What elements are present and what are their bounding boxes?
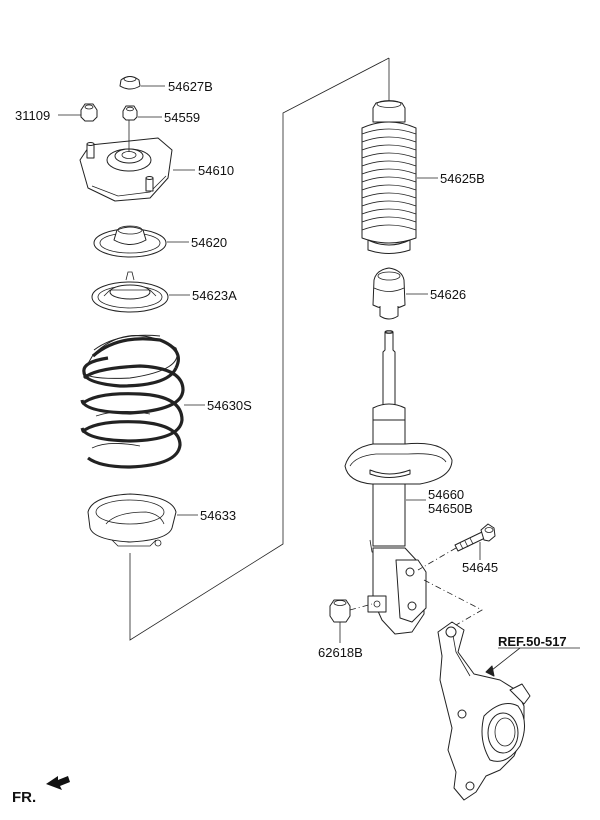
part-54620-bearing — [93, 225, 189, 258]
label-54623a: 54623A — [192, 288, 237, 303]
part-steering-knuckle — [437, 621, 531, 801]
label-54645: 54645 — [462, 560, 498, 575]
group-bracket-lines — [129, 57, 390, 641]
part-54559-nut — [122, 105, 162, 121]
label-54633: 54633 — [200, 508, 236, 523]
ref-label: REF.50-517 — [498, 634, 567, 649]
front-label: FR. — [12, 789, 36, 806]
part-labels: 54627B 31109 54559 54610 54620 54623A 54… — [12, 79, 567, 806]
label-54660: 54660 — [428, 487, 464, 502]
part-54630s-coil-spring — [80, 334, 205, 469]
label-54627b: 54627B — [168, 79, 213, 94]
front-direction-arrow — [46, 776, 70, 790]
label-54630s: 54630S — [207, 398, 252, 413]
part-62618b-nut — [329, 599, 373, 643]
label-54559: 54559 — [164, 110, 200, 125]
part-54627b-cap — [119, 76, 165, 90]
label-54620: 54620 — [191, 235, 227, 250]
part-31109-nut — [58, 103, 98, 122]
part-54610-strut-mount — [79, 120, 195, 202]
label-31109: 31109 — [15, 108, 50, 123]
part-54633-spring-pad — [87, 493, 198, 547]
label-54625b: 54625B — [440, 171, 485, 186]
label-54610: 54610 — [198, 163, 234, 178]
label-62618b: 62618B — [318, 645, 363, 660]
part-54660-strut-assembly — [344, 330, 453, 635]
label-54650b: 54650B — [428, 501, 473, 516]
part-54625b-dust-boot — [361, 100, 438, 254]
part-54645-bolt — [417, 523, 496, 571]
part-54623a-spring-seat — [91, 271, 190, 313]
part-54626-bump-stop — [372, 267, 428, 320]
label-54626: 54626 — [430, 287, 466, 302]
